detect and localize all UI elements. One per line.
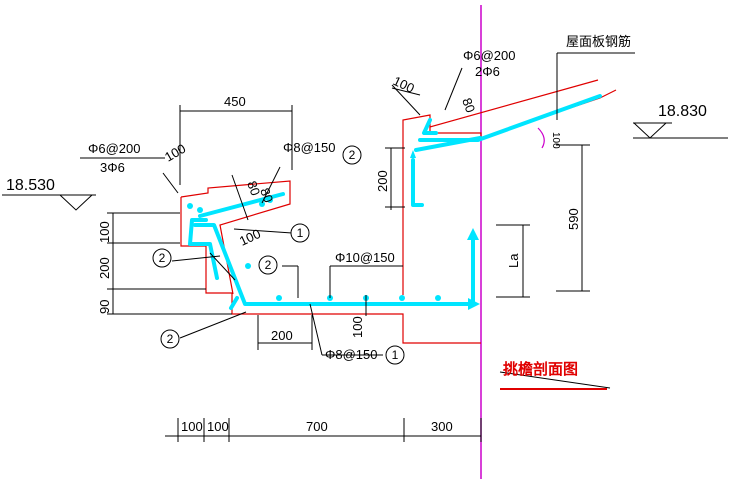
reference-markers bbox=[152, 145, 405, 365]
marker-2-top: 2 bbox=[349, 148, 356, 162]
dim-200-v: 200 bbox=[97, 257, 112, 279]
bottom-spec: Φ8@150 bbox=[325, 347, 378, 362]
dim-100-left: 100 bbox=[162, 141, 188, 165]
elevation-left-value: 18.530 bbox=[6, 177, 55, 194]
dim-bottom-100-2: 100 bbox=[207, 419, 229, 434]
marker-2-left: 2 bbox=[159, 251, 166, 265]
dim-90-v: 90 bbox=[97, 300, 112, 314]
right-top-spec2: 2Φ6 bbox=[475, 64, 500, 79]
dim-590: 590 bbox=[566, 208, 581, 230]
dim-80-a: 80 bbox=[244, 179, 263, 198]
dim-bottom-100-1: 100 bbox=[181, 419, 203, 434]
marker-2-mid: 2 bbox=[265, 258, 272, 272]
dim-100-right: 100 bbox=[391, 73, 417, 96]
dim-200-h: 200 bbox=[271, 328, 293, 343]
dim-bottom-700: 700 bbox=[306, 419, 328, 434]
la-label: La bbox=[506, 253, 521, 268]
rebar-tips bbox=[410, 150, 480, 310]
marker-1-mid: 1 bbox=[297, 226, 304, 240]
dim-450: 450 bbox=[224, 94, 246, 109]
dim-80-b: 80 bbox=[257, 186, 276, 205]
dim-100-small: 100 bbox=[550, 132, 561, 149]
elevation-left bbox=[2, 194, 96, 211]
rebar bbox=[188, 94, 602, 310]
drawing-title: 挑檐剖面图 bbox=[503, 360, 578, 378]
roof-rebar-label: 屋面板钢筋 bbox=[566, 34, 631, 49]
left-top-spec2: 3Φ6 bbox=[100, 160, 125, 175]
marker-1-bottom: 1 bbox=[392, 348, 399, 362]
dim-200-right: 200 bbox=[375, 170, 390, 192]
slab-spec: Φ10@150 bbox=[335, 250, 395, 265]
left-top-spec1: Φ6@200 bbox=[88, 141, 141, 156]
dimension-lines bbox=[80, 52, 635, 442]
marker-2-bottom: 2 bbox=[167, 332, 174, 346]
mid-top-spec: Φ8@150 bbox=[283, 140, 336, 155]
dim-100-slab: 100 bbox=[350, 316, 365, 338]
dim-100-v: 100 bbox=[97, 221, 112, 243]
slope-indicator bbox=[537, 127, 545, 149]
right-top-spec1: Φ6@200 bbox=[463, 48, 516, 63]
dim-bottom-300: 300 bbox=[431, 419, 453, 434]
elevation-right-value: 18.830 bbox=[658, 103, 707, 120]
dim-80-right: 80 bbox=[459, 96, 478, 115]
elevation-right bbox=[633, 122, 728, 139]
